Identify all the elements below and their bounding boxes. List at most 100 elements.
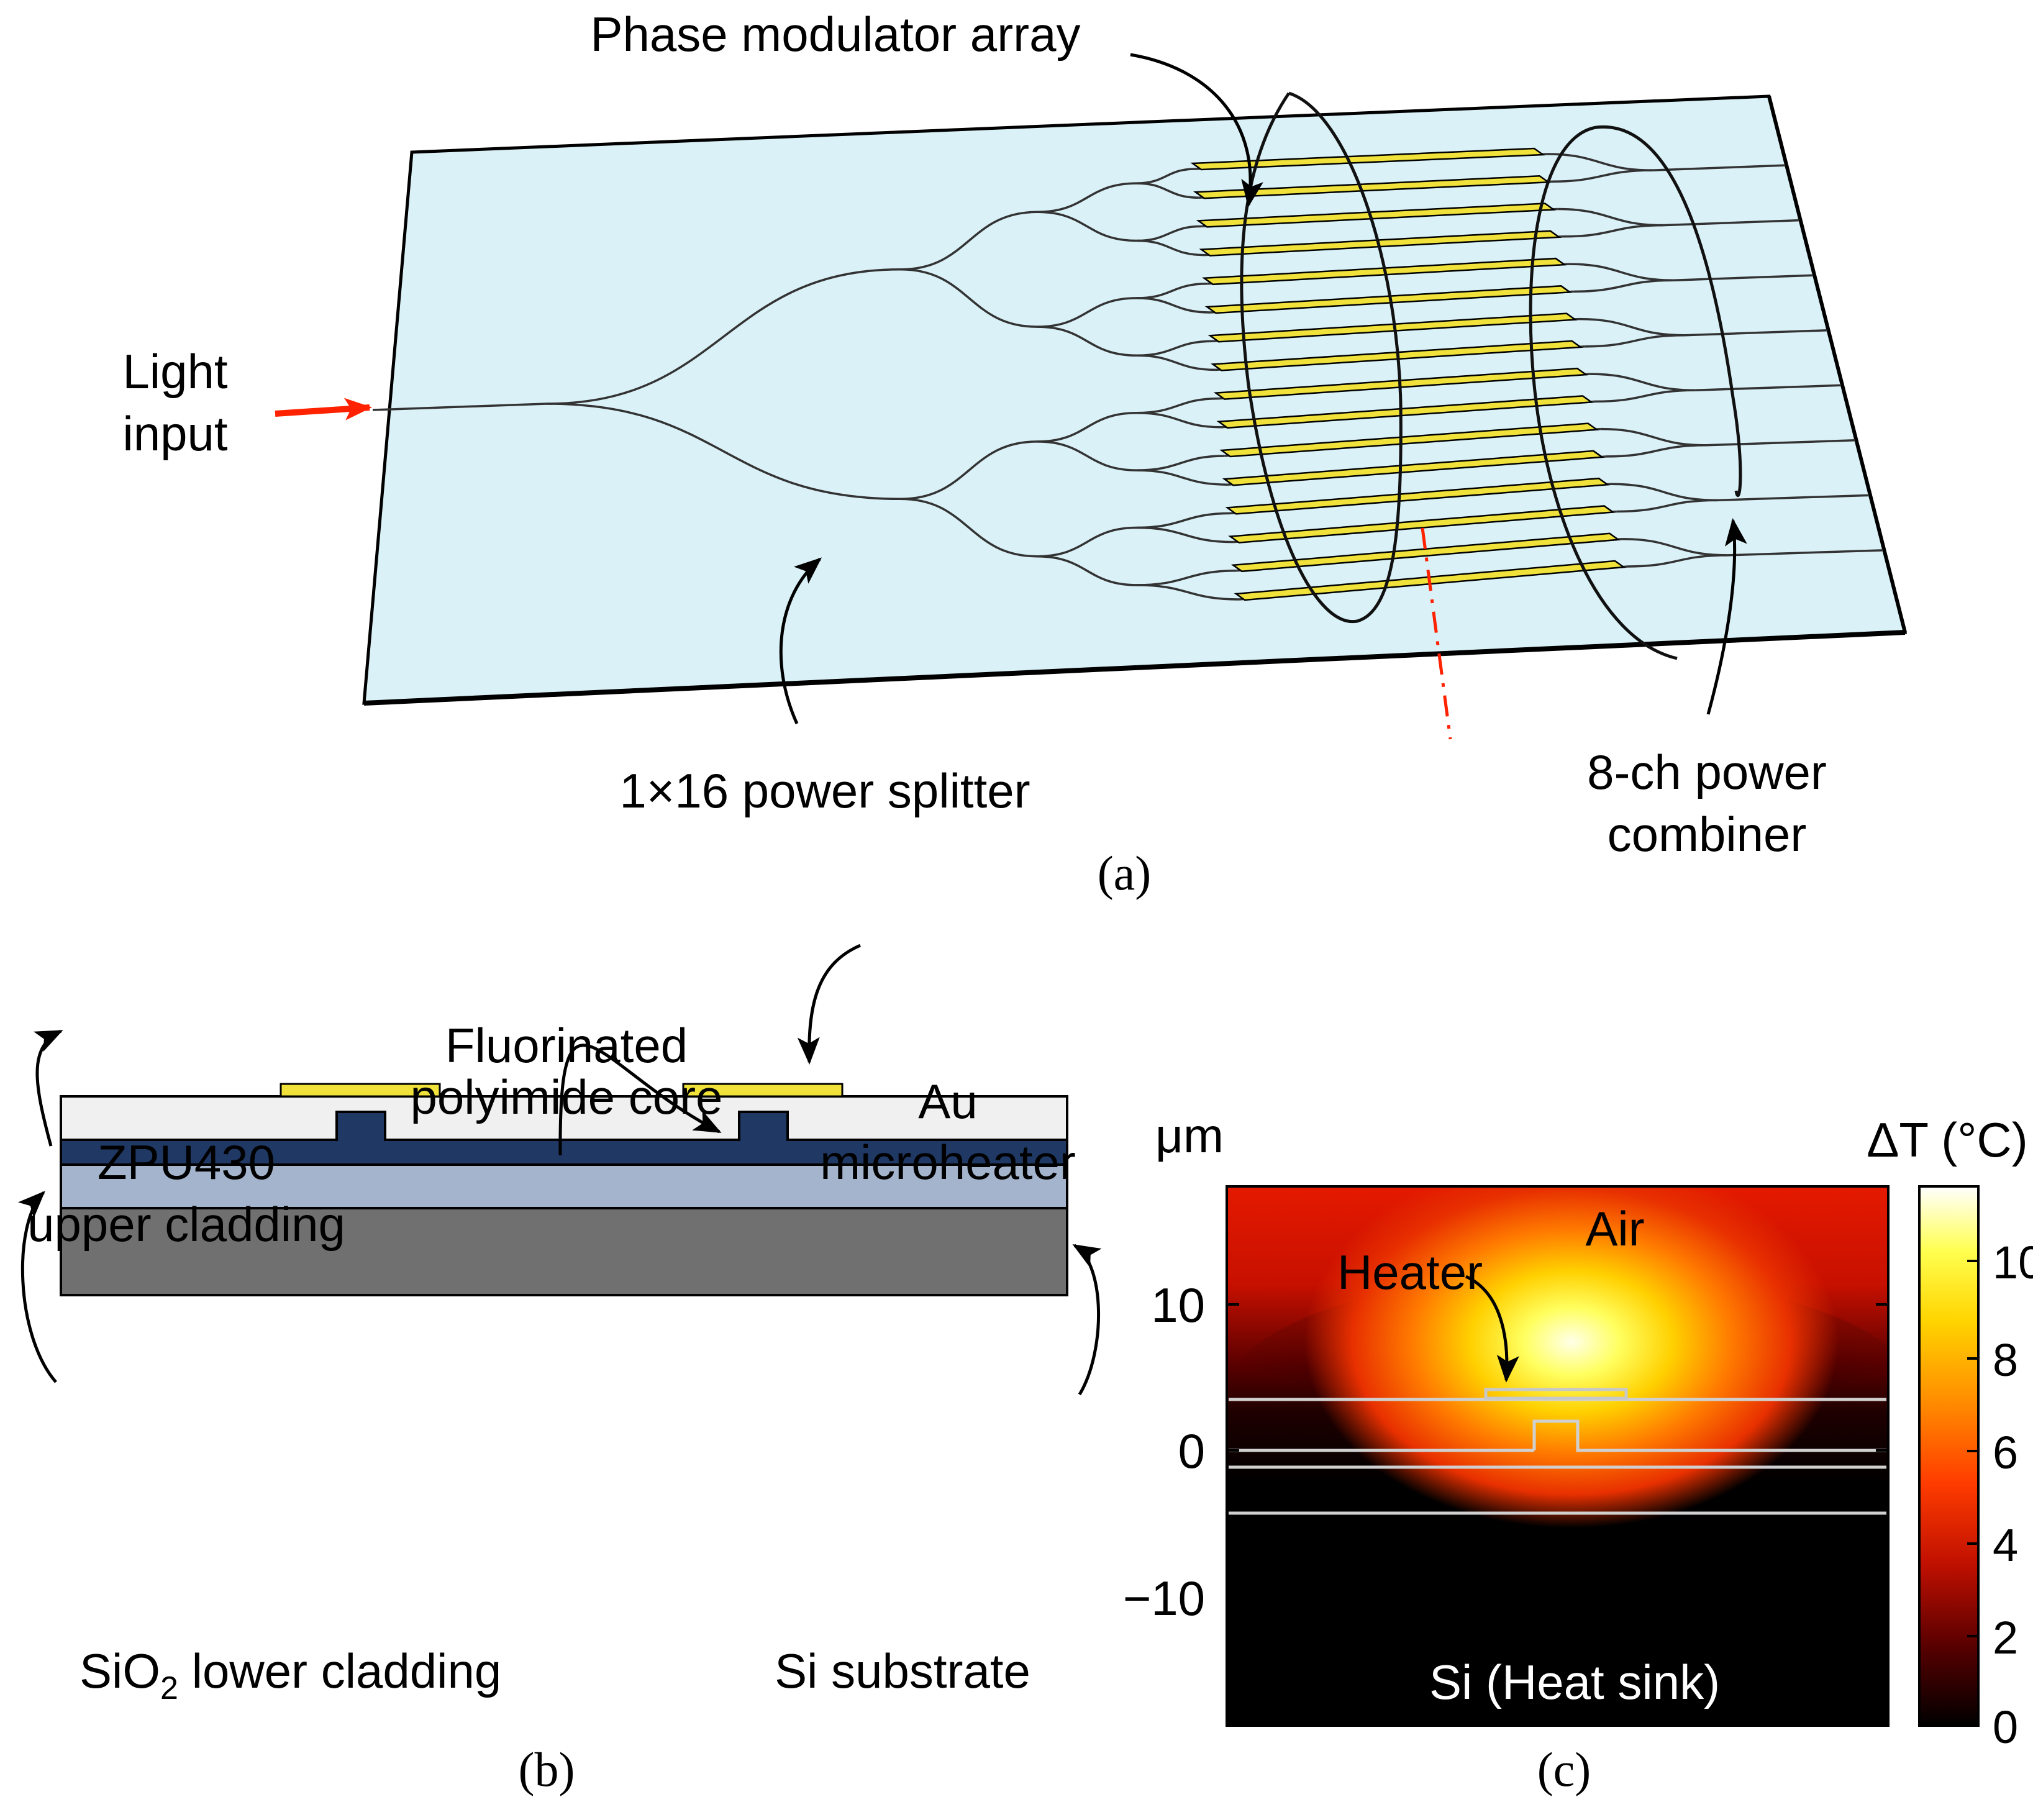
- waveguide-segment: [1606, 444, 1706, 458]
- waveguide-segment: [1663, 219, 1799, 227]
- label-power-splitter: 1×16 power splitter: [619, 763, 1030, 818]
- lower-cladding-arrow: [18, 1191, 57, 1383]
- waveguide-segment: [1136, 526, 1234, 544]
- waveguide-segment: [900, 498, 1038, 558]
- combiner-loop: [1529, 125, 1742, 660]
- waveguide-segment: [1562, 224, 1663, 238]
- heatmap-frame: [1226, 1185, 1890, 1727]
- waveguide-segment: [1684, 329, 1827, 337]
- waveguide-segment: [1037, 555, 1137, 586]
- waveguide-segment: [1037, 526, 1137, 558]
- heater-strip: [1228, 505, 1616, 544]
- heater-strip: [1190, 147, 1545, 171]
- colorbar-tick-10: 10: [1993, 1237, 2033, 1288]
- heater-strip: [1204, 285, 1572, 314]
- colorbar-tick-0: 0: [1993, 1701, 2018, 1753]
- waveguide-segment: [1716, 494, 1870, 502]
- label-si-substrate: Si substrate: [775, 1644, 1030, 1698]
- label-microheater-line2: microheater: [820, 1135, 1076, 1190]
- waveguide-segment: [1652, 164, 1786, 171]
- colorbar-ticks: [1967, 1260, 1978, 1637]
- si-substrate-layer: [60, 1207, 1068, 1296]
- waveguide-segment: [1627, 554, 1728, 568]
- waveguide-segment: [1584, 334, 1685, 348]
- panel-b: Fluorinated polyimide core Au microheate…: [18, 944, 1102, 1796]
- waveguide-segment: [1590, 373, 1696, 392]
- chip-front-edge: [363, 630, 1906, 706]
- waveguide-segment: [1727, 549, 1883, 557]
- caption-a: (a): [1098, 846, 1152, 900]
- polyimide-core-layer: [60, 1111, 1068, 1166]
- core-arrow-path: [558, 1044, 722, 1156]
- label-phase-modulator-array: Phase modulator array: [590, 7, 1080, 61]
- waveguide-segment: [900, 440, 1038, 501]
- waveguide-segment: [372, 403, 547, 411]
- label-power-combiner-line2: combiner: [1608, 807, 1807, 862]
- colorbar-tick-4: 4: [1993, 1519, 2018, 1571]
- heater-strip: [1219, 422, 1599, 458]
- waveguide-segment: [1136, 512, 1231, 529]
- upper-cladding-arrow: [34, 1029, 63, 1147]
- y-tick-10: 10: [1151, 1278, 1205, 1332]
- waveguide-segment: [900, 268, 1038, 328]
- heater-pointer: [797, 944, 861, 1065]
- label-air: Air: [1585, 1201, 1644, 1256]
- combiner-arrow: [1706, 518, 1747, 715]
- heater-arrow-path: [807, 958, 858, 1068]
- waveguide-segment: [1578, 317, 1685, 337]
- caption-b: (b): [519, 1742, 575, 1796]
- waveguide-segment: [1136, 239, 1205, 257]
- splitter-arrow: [779, 557, 822, 725]
- waveguide-segment: [1037, 440, 1137, 471]
- heater-strip: [1225, 477, 1610, 515]
- y-tick-minus10: −10: [1123, 1571, 1205, 1626]
- heater-strip: [1208, 312, 1578, 343]
- label-heater: Heater: [1337, 1245, 1483, 1299]
- caption-c: (c): [1537, 1742, 1591, 1796]
- unit-label: μm: [1155, 1108, 1224, 1163]
- waveguide-segment: [1568, 263, 1674, 281]
- label-power-combiner-line1: 8-ch power: [1587, 745, 1827, 799]
- label-microheater-line1: Au: [918, 1074, 977, 1129]
- label-upper-cladding-line1: ZPU430: [98, 1135, 275, 1190]
- label-light-input-line2: input: [122, 406, 227, 461]
- waveguide-segment: [900, 211, 1038, 271]
- label-heat-sink: Si (Heat sink): [1429, 1655, 1720, 1709]
- heater-callout-arrow: [1465, 1275, 1519, 1383]
- waveguide-segment: [1136, 182, 1199, 199]
- colorbar-tick-2: 2: [1993, 1612, 2018, 1663]
- waveguide-segment: [1037, 411, 1137, 443]
- heater-strip: [1222, 450, 1604, 486]
- waveguide-segment: [1037, 211, 1137, 242]
- waveguide-segment: [1037, 182, 1137, 214]
- chip-right-edge: [1767, 96, 1907, 633]
- light-input-arrow: [275, 398, 372, 421]
- waveguide-segment: [1136, 570, 1237, 586]
- waveguide-segment: [1136, 354, 1216, 371]
- phase-modulator-arrow: [1130, 53, 1263, 207]
- waveguide-segment: [1546, 153, 1653, 171]
- waveguide-segment: [1037, 297, 1137, 328]
- waveguide-segment: [1673, 274, 1814, 281]
- waveguide-segment: [1622, 537, 1728, 557]
- waveguide-segment: [1594, 389, 1696, 403]
- waveguide-segment: [1611, 483, 1717, 502]
- waveguide-segment: [1616, 499, 1717, 513]
- modulator-array-loop: [1240, 91, 1403, 624]
- heater-strip: [1199, 230, 1562, 257]
- colorbar-tick-6: 6: [1993, 1427, 2018, 1478]
- waveguide-segment: [1706, 439, 1855, 447]
- waveguide-segment: [1136, 411, 1222, 429]
- waveguide-segment: [1600, 427, 1706, 447]
- waveguide-segment: [1573, 279, 1674, 293]
- au-microheater-right: [682, 1083, 844, 1098]
- waveguide-segment: [1136, 297, 1211, 314]
- layer-boundaries: [1229, 1388, 1886, 1515]
- waveguide-segment: [1136, 584, 1240, 601]
- temperature-heatmap: [1227, 1186, 1888, 1726]
- y-axis-ticks: [1227, 1303, 1888, 1599]
- colorbar: [1918, 1185, 1980, 1727]
- label-core-line2: polyimide core: [411, 1070, 723, 1124]
- label-light-input-line1: Light: [122, 344, 227, 399]
- panel-a: Phase modulator array Light input 1×16 p…: [122, 7, 1908, 900]
